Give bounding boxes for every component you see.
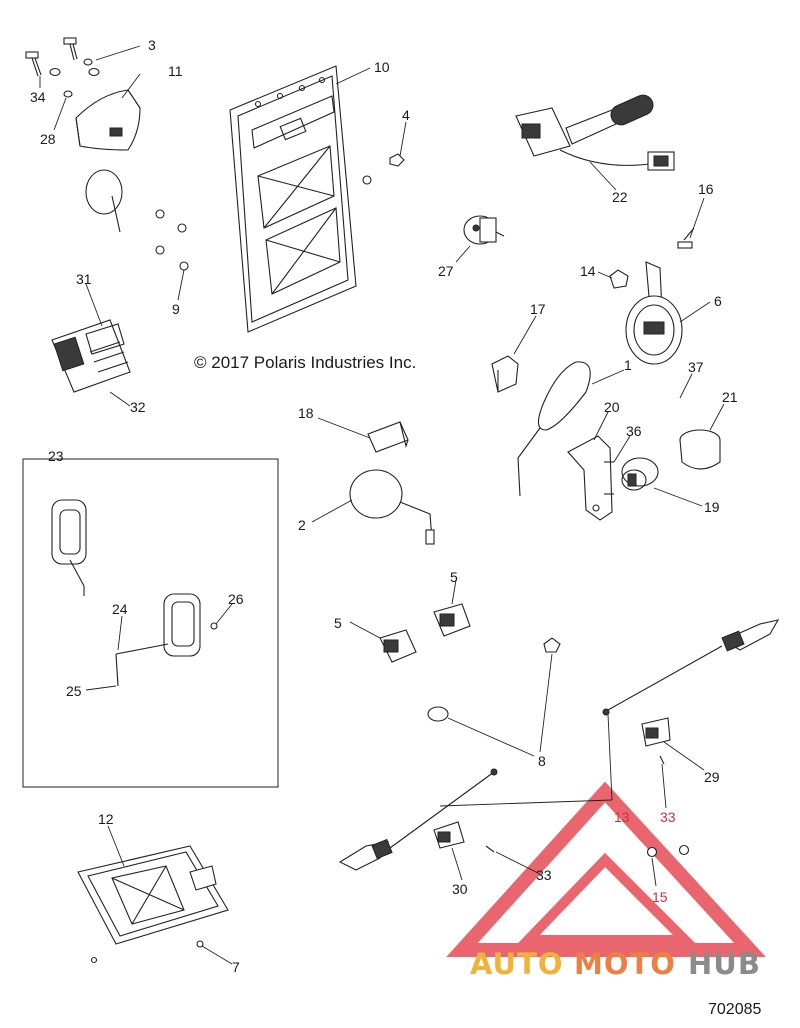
- callout-24: 24: [112, 601, 128, 617]
- callout-30: 30: [452, 881, 468, 897]
- kit-box-23: [22, 458, 279, 788]
- plate-bracket-10: [229, 65, 357, 333]
- screws-36: [604, 461, 614, 495]
- connector-5a: [379, 629, 417, 663]
- callout-33b: 33: [536, 867, 552, 883]
- callout-7: 7: [232, 959, 240, 975]
- bolt-34: [25, 51, 42, 77]
- callout-37: 37: [688, 359, 704, 375]
- washer-3a: [88, 67, 100, 77]
- mirror-1: [517, 361, 591, 497]
- washer-3b: [83, 58, 93, 66]
- callout-13: 13: [614, 809, 630, 825]
- callout-20: 20: [604, 399, 620, 415]
- bolt-3: [63, 37, 78, 61]
- callout-3: 3: [148, 37, 156, 53]
- callout-16: 16: [698, 181, 714, 197]
- callout-6: 6: [714, 293, 722, 309]
- callout-1: 1: [624, 357, 632, 373]
- callout-21: 21: [722, 389, 738, 405]
- connector-29: [641, 717, 671, 747]
- watermark-moto: MOTO: [574, 947, 676, 981]
- callout-4: 4: [402, 107, 410, 123]
- callout-12: 12: [98, 811, 114, 827]
- copyright-text: © 2017 Polaris Industries Inc.: [194, 353, 416, 372]
- connector-5b: [433, 603, 471, 637]
- leader-lines: [39, 45, 725, 965]
- callout-22: 22: [612, 189, 628, 205]
- callout-34: 34: [30, 89, 46, 105]
- callout-10: 10: [374, 59, 390, 75]
- screws-33: [485, 755, 665, 853]
- callout-19: 19: [704, 499, 720, 515]
- watermark-auto: AUTO: [470, 947, 564, 981]
- grommets-8: [427, 637, 561, 722]
- watermark-brand: AUTO MOTO HUB: [470, 947, 761, 981]
- washer-34: [49, 67, 61, 77]
- turn-signal-front: [602, 619, 780, 716]
- callout-27: 27: [438, 263, 454, 279]
- callout-17: 17: [530, 301, 546, 317]
- nuts-15: [646, 844, 690, 858]
- callout-8: 8: [538, 753, 546, 769]
- callout-36: 36: [626, 423, 642, 439]
- screw-16: [677, 227, 695, 249]
- plate-bracket-12: [77, 845, 229, 964]
- mirror-2: [349, 469, 435, 545]
- lamp-housing-11: [75, 89, 141, 233]
- callout-23: 23: [48, 448, 64, 464]
- callout-9: 9: [172, 301, 180, 317]
- callout-labels: 3 11 34 28 10 4 22 16 27 14 6 9 31 32 17…: [30, 37, 738, 975]
- callout-5a: 5: [334, 615, 342, 631]
- connector-27: [463, 215, 505, 245]
- nut-28: [63, 90, 73, 98]
- callout-26: 26: [228, 591, 244, 607]
- bracket-20: [567, 435, 613, 521]
- callout-15: 15: [652, 889, 668, 905]
- callout-14: 14: [580, 263, 596, 279]
- callout-32: 32: [130, 399, 146, 415]
- callout-5b: 5: [450, 569, 458, 585]
- watermark-triangle: [446, 781, 766, 957]
- mirror-kit-a: [51, 499, 87, 596]
- bracket-18: [367, 421, 409, 453]
- mirror-kit-b: [115, 593, 218, 687]
- callout-2: 2: [298, 517, 306, 533]
- nuts-4: [362, 153, 405, 185]
- callout-29: 29: [704, 769, 720, 785]
- ignition-19: [621, 457, 659, 491]
- callout-11: 11: [168, 63, 183, 79]
- bracket-17: [491, 355, 519, 393]
- callout-28: 28: [40, 131, 56, 147]
- handlebar-switch-22: [515, 94, 675, 171]
- horn-6: [609, 261, 683, 365]
- watermark-hub: HUB: [688, 947, 761, 981]
- ring-21: [679, 429, 721, 470]
- callout-33a: 33: [660, 809, 676, 825]
- callout-25: 25: [66, 683, 82, 699]
- callout-18: 18: [298, 405, 314, 421]
- document-number: 702085: [708, 1001, 761, 1018]
- switch-31: [51, 319, 131, 393]
- screws-9: [155, 209, 189, 271]
- connector-30: [433, 821, 465, 849]
- turn-signal-rear: [338, 768, 498, 871]
- callout-31: 31: [76, 271, 92, 287]
